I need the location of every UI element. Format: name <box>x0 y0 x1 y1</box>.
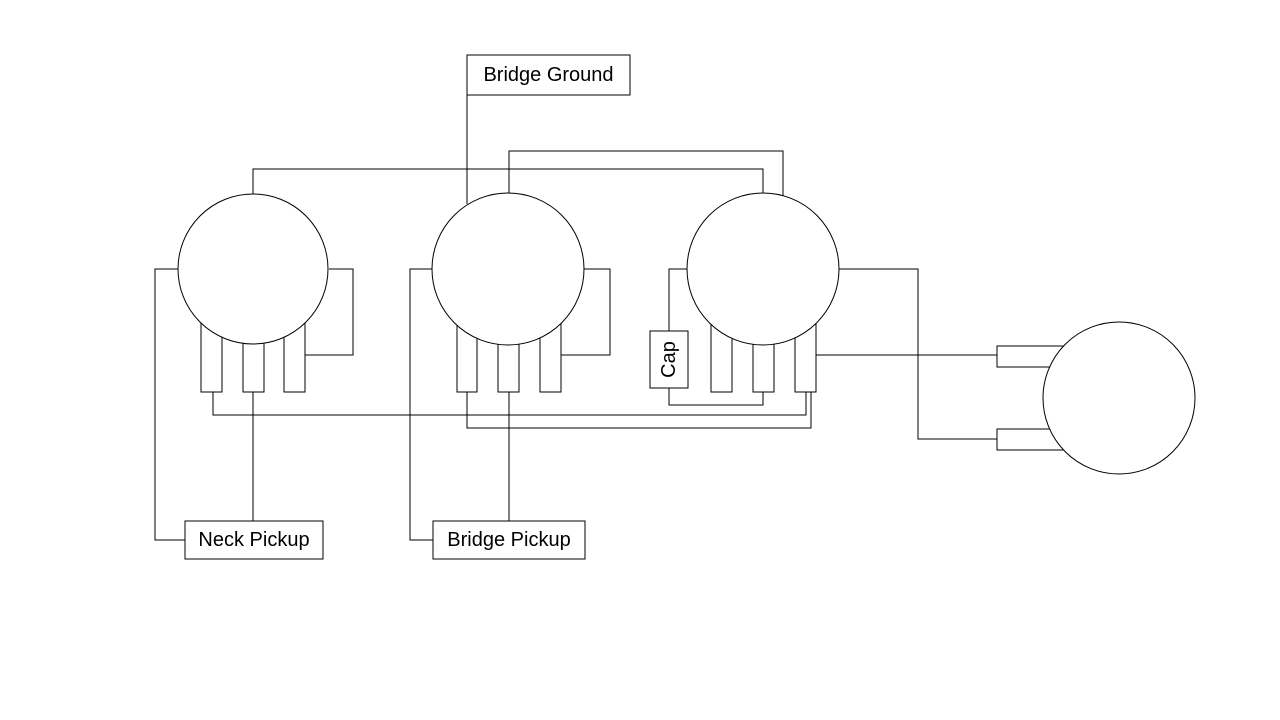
bridge-pickup-box: Bridge Pickup <box>432 520 586 560</box>
wire-pot1-to-pot3-top <box>252 168 764 194</box>
wire-cap-to-pot3-middle-lug <box>668 388 764 406</box>
output-jack <box>996 321 1196 475</box>
wire-pot2-right-to-lug <box>561 268 611 356</box>
wires <box>154 95 997 541</box>
potentiometer-2 <box>431 192 585 393</box>
wire-pot2-lug-to-pot3-lug <box>466 392 812 429</box>
wire-pot2-to-pot3-top <box>508 150 784 197</box>
wire-pot1-right-to-lug <box>305 268 354 356</box>
wire-pot3-side-to-jack-sleeve <box>839 268 997 440</box>
cap-box <box>649 330 689 389</box>
wire-pot3-left-to-cap <box>668 268 688 331</box>
capacitor: Cap <box>649 330 689 389</box>
pot1-body <box>177 193 329 345</box>
cap-label: Cap <box>658 341 680 378</box>
bridge-ground-box: Bridge Ground <box>466 54 631 96</box>
neck-pickup-frame <box>184 520 324 560</box>
bridge-pickup-label: Bridge Pickup <box>447 529 570 551</box>
bridge-pickup-frame <box>432 520 586 560</box>
jack-body <box>1042 321 1196 475</box>
wire-pot2-left-to-bridge-pickup <box>409 268 433 541</box>
pot2-body <box>431 192 585 346</box>
neck-pickup-label: Neck Pickup <box>198 529 309 551</box>
wire-pot1-left-to-neck-pickup <box>154 268 185 541</box>
bridge-ground-frame <box>466 54 631 96</box>
bridge-ground-label: Bridge Ground <box>483 64 613 86</box>
pot3-body <box>686 192 840 346</box>
potentiometer-1 <box>177 193 329 393</box>
wire-pot1-lug-to-pot3-lug <box>212 392 807 416</box>
potentiometer-3 <box>686 192 840 393</box>
neck-pickup-box: Neck Pickup <box>184 520 324 560</box>
